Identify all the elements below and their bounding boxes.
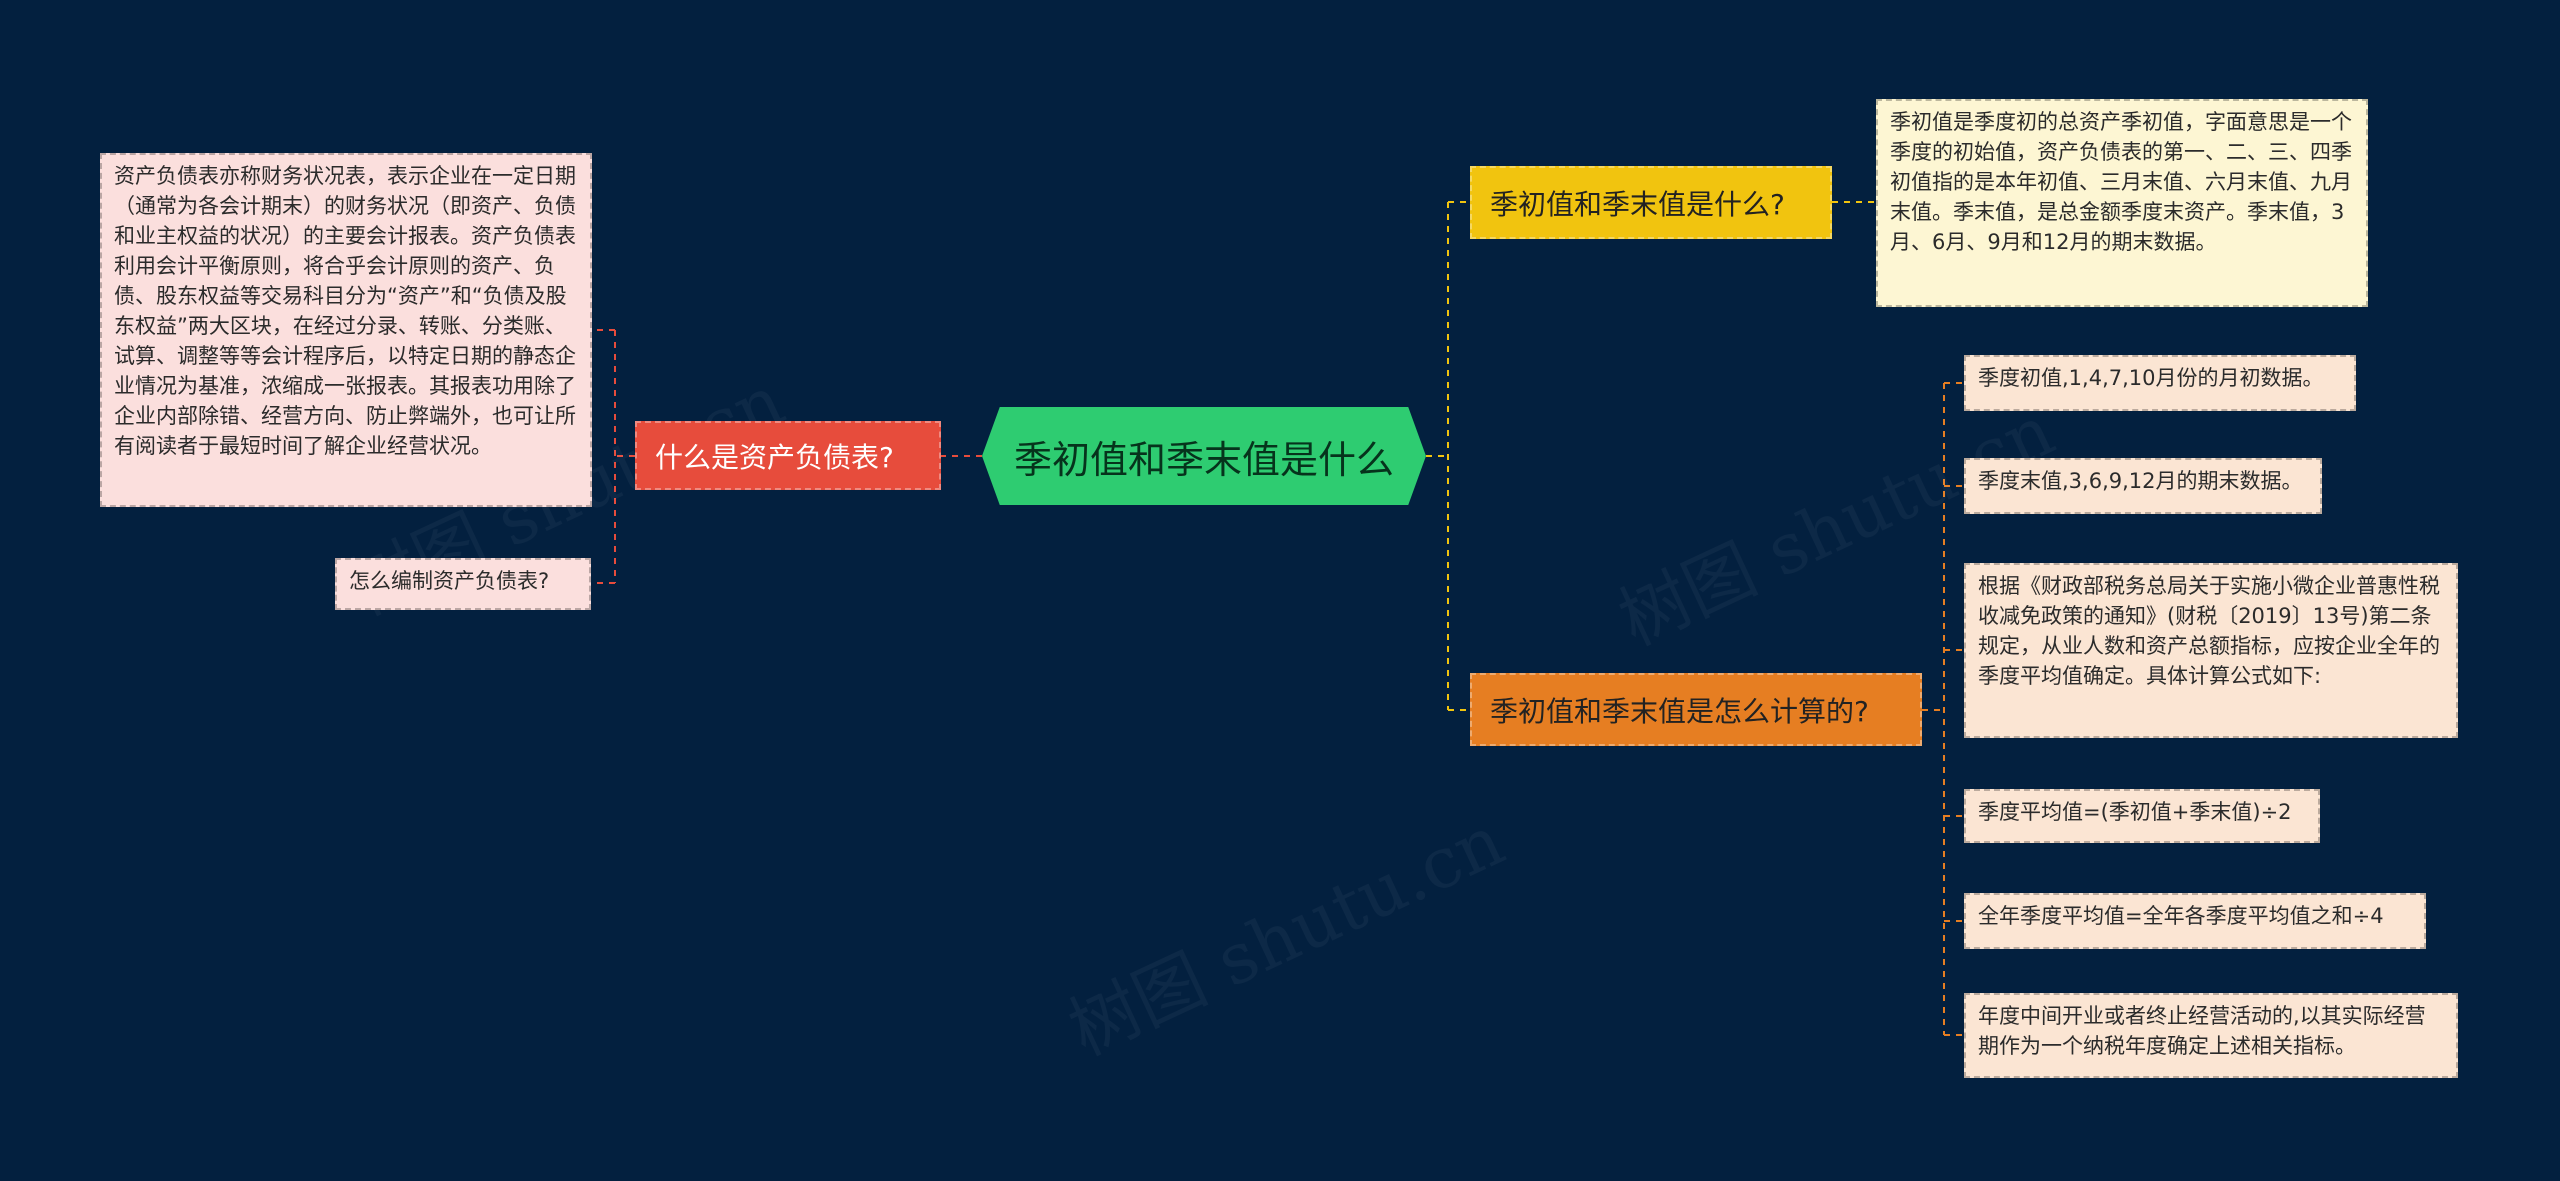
link-left-leaves	[592, 329, 635, 584]
branch-what-is-balance-sheet[interactable]: 什么是资产负债表?	[635, 421, 941, 490]
leaf-text: 根据《财政部税务总局关于实施小微企业普惠性税收减免政策的通知》(财税〔2019〕…	[1978, 574, 2440, 688]
leaf-balance-sheet-definition[interactable]: 资产负债表亦称财务状况表，表示企业在一定日期（通常为各会计期末）的财务状况（即资…	[100, 153, 592, 507]
leaf-text: 季度末值,3,6,9,12月的期末数据。	[1978, 469, 2303, 493]
leaf-text: 季度初值,1,4,7,10月份的月初数据。	[1978, 366, 2324, 390]
leaf-quarter-end[interactable]: 季度末值,3,6,9,12月的期末数据。	[1964, 458, 2322, 514]
root-node[interactable]: 季初值和季末值是什么	[982, 407, 1426, 505]
root-label: 季初值和季末值是什么	[1013, 437, 1394, 482]
leaf-values-definition[interactable]: 季初值是季度初的总资产季初值，字面意思是一个季度的初始值，资产负债表的第一、二、…	[1876, 99, 2368, 307]
leaf-text: 年度中间开业或者终止经营活动的,以其实际经营期作为一个纳税年度确定上述相关指标。	[1978, 1004, 2426, 1058]
leaf-text: 季度平均值=(季初值+季末值)÷2	[1978, 800, 2292, 824]
leaf-quarter-average-formula[interactable]: 季度平均值=(季初值+季末值)÷2	[1964, 789, 2320, 843]
branch-what-are-values[interactable]: 季初值和季末值是什么?	[1470, 166, 1832, 239]
link-root-right	[1426, 201, 1470, 711]
branch-how-to-calculate[interactable]: 季初值和季末值是怎么计算的?	[1470, 673, 1922, 746]
leaf-quarter-start[interactable]: 季度初值,1,4,7,10月份的月初数据。	[1964, 355, 2356, 411]
leaf-text: 季初值是季度初的总资产季初值，字面意思是一个季度的初始值，资产负债表的第一、二、…	[1890, 110, 2352, 254]
branch-label: 季初值和季末值是怎么计算的?	[1490, 694, 1869, 728]
leaf-partial-year-note[interactable]: 年度中间开业或者终止经营活动的,以其实际经营期作为一个纳税年度确定上述相关指标。	[1964, 993, 2458, 1078]
leaf-text: 资产负债表亦称财务状况表，表示企业在一定日期（通常为各会计期末）的财务状况（即资…	[114, 164, 576, 458]
leaf-how-to-prepare[interactable]: 怎么编制资产负债表?	[335, 558, 591, 610]
leaf-text: 全年季度平均值=全年各季度平均值之和÷4	[1978, 904, 2384, 928]
link-orange-leaves	[1922, 382, 1964, 1036]
leaf-annual-average-formula[interactable]: 全年季度平均值=全年各季度平均值之和÷4	[1964, 893, 2426, 949]
leaf-policy-basis[interactable]: 根据《财政部税务总局关于实施小微企业普惠性税收减免政策的通知》(财税〔2019〕…	[1964, 563, 2458, 738]
branch-label: 什么是资产负债表?	[655, 440, 894, 474]
branch-label: 季初值和季末值是什么?	[1490, 187, 1785, 221]
leaf-text: 怎么编制资产负债表?	[349, 569, 550, 593]
